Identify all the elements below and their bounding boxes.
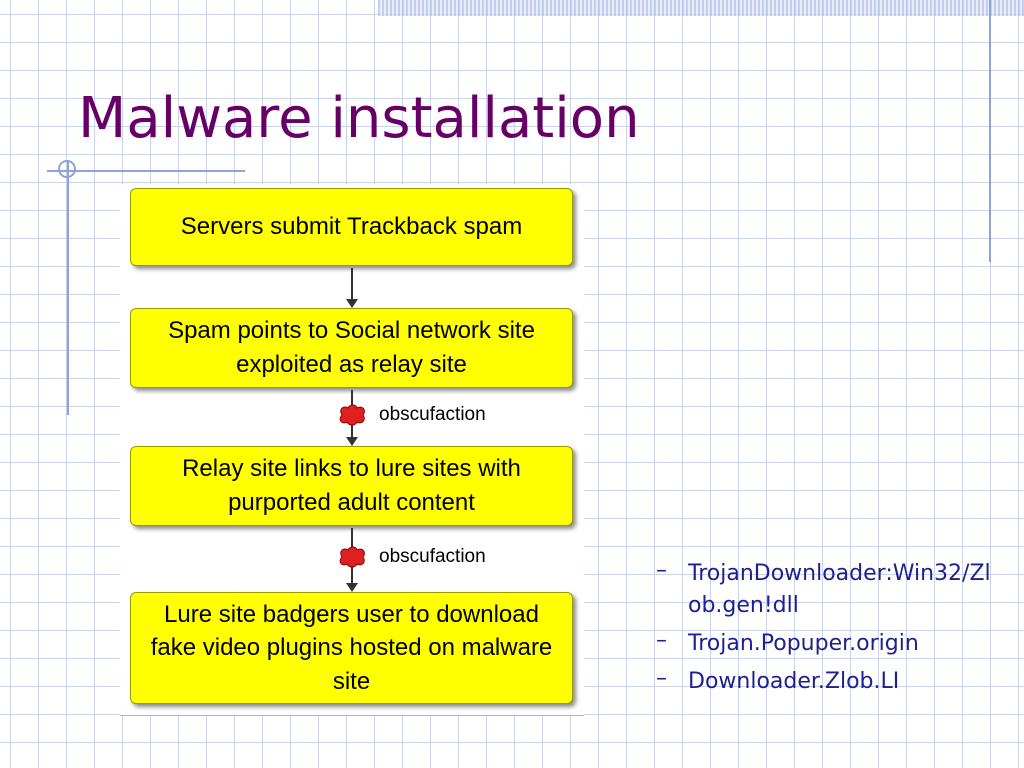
- figure-bottom-border: [120, 715, 584, 716]
- flow-step-4: Lure site badgers user to download fake …: [130, 592, 573, 704]
- flow-step-2: Spam points to Social network site explo…: [130, 308, 573, 388]
- list-item-text: TrojanDownloader:Win32/Zlob.gen!dll: [688, 561, 991, 618]
- list-item: – Trojan.Popuper.origin: [656, 628, 996, 660]
- flow-step-1-label: Servers submit Trackback spam: [180, 213, 523, 241]
- crosshair-circle-icon: [58, 160, 76, 178]
- right-decorative-line: [989, 0, 991, 262]
- connector-3-arrowhead: [346, 583, 358, 592]
- flow-step-3-label: Relay site links to lure sites with purp…: [182, 455, 521, 516]
- list-item-text: Trojan.Popuper.origin: [688, 630, 919, 656]
- flow-step-1: Servers submit Trackback spam: [130, 188, 573, 266]
- dash-bullet-icon: –: [656, 665, 667, 691]
- slide-title: Malware installation: [78, 86, 640, 151]
- flow-step-3: Relay site links to lure sites with purp…: [130, 446, 573, 526]
- list-item-text: Downloader.Zlob.LI: [688, 668, 900, 694]
- connector-2-arrowhead: [346, 437, 358, 446]
- flow-step-2-label: Spam points to Social network site explo…: [168, 317, 535, 378]
- top-decorative-band: [378, 0, 1024, 16]
- title-underline: [47, 170, 245, 172]
- connector-1-line: [351, 268, 353, 300]
- malware-name-list: – TrojanDownloader:Win32/Zlob.gen!dll – …: [656, 558, 996, 698]
- connector-3-label: obscufaction: [379, 546, 486, 567]
- dash-bullet-icon: –: [656, 627, 667, 653]
- obfuscation-blob-icon: [339, 546, 365, 568]
- obfuscation-blob-icon: [339, 404, 365, 426]
- connector-2-label: obscufaction: [379, 404, 486, 425]
- flow-step-4-label: Lure site badgers user to download fake …: [150, 600, 553, 695]
- connector-1-arrowhead: [346, 299, 358, 308]
- left-decorative-line: [67, 160, 69, 415]
- list-item: – Downloader.Zlob.LI: [656, 666, 996, 698]
- flow-diagram: Servers submit Trackback spam Spam point…: [120, 184, 584, 716]
- list-item: – TrojanDownloader:Win32/Zlob.gen!dll: [656, 558, 996, 622]
- dash-bullet-icon: –: [656, 558, 667, 583]
